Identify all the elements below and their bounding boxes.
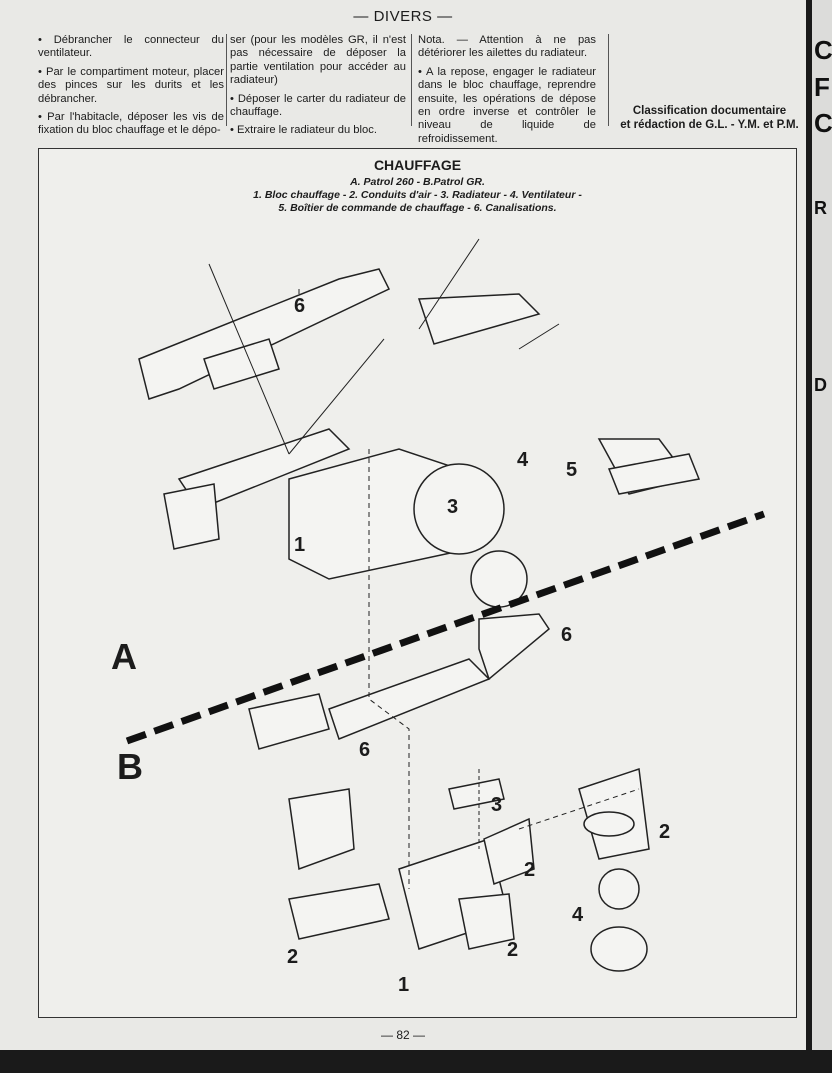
b-fan <box>598 868 640 910</box>
callout: 4 <box>572 904 584 926</box>
text-column-1: • Débrancher le connecteur du ventilateu… <box>38 34 224 143</box>
paragraph: • Déposer le carter du radiateur de chau… <box>230 92 406 119</box>
heading-fragment: D <box>814 375 827 395</box>
credit-line: et rédaction de G.L. - Y.M. et P.M. <box>620 118 799 131</box>
heading-fragment: C <box>814 108 832 138</box>
label-a: A <box>111 636 137 677</box>
callout: 1 <box>294 534 306 556</box>
heading-fragment: C <box>814 35 832 65</box>
air-duct <box>417 293 541 345</box>
column-divider <box>226 34 227 126</box>
air-duct <box>203 338 280 390</box>
callout: 2 <box>287 946 299 968</box>
b-duct <box>288 883 390 940</box>
callout: 4 <box>517 449 529 471</box>
heading-fragment: F <box>814 72 830 102</box>
heating-diagram: CHAUFFAGE A. Patrol 260 - B.Patrol GR. 1… <box>38 148 797 1018</box>
callout: 2 <box>507 939 519 961</box>
callout: 2 <box>524 859 536 881</box>
air-duct <box>163 483 220 550</box>
figure-subtitle: A. Patrol 260 - B.Patrol GR. <box>350 176 485 188</box>
paragraph: • Débrancher le connecteur du ventilateu… <box>38 34 224 60</box>
callout: 6 <box>561 624 573 646</box>
callout: 2 <box>659 821 671 843</box>
fan <box>413 463 505 555</box>
callout: 1 <box>398 974 410 996</box>
credit-line: Classification documentaire <box>632 105 787 117</box>
exploded-view-drawing <box>125 238 766 972</box>
figure-legend: 1. Bloc chauffage - 2. Conduits d'air - … <box>253 189 582 201</box>
b-duct <box>483 817 535 886</box>
figure-title: CHAUFFAGE <box>373 157 462 173</box>
a-vent-duct <box>478 613 550 681</box>
paragraph: • Par l'habitacle, déposer les vis de fi… <box>38 111 224 137</box>
a-vent-duct <box>328 658 491 740</box>
page-number: — 82 — <box>380 1028 425 1042</box>
heading-fragment: R <box>814 198 827 218</box>
text-column-2: ser (pour les modèles GR, il n'est pas n… <box>230 34 406 143</box>
callout: 3 <box>447 496 459 518</box>
b-duct <box>288 788 355 871</box>
section-header: — DIVERS — <box>353 8 453 25</box>
dashboard-duct <box>138 268 391 400</box>
paragraph: ser (pour les modèles GR, il n'est pas n… <box>230 34 406 87</box>
a-b-separator <box>125 510 766 745</box>
text-column-3: Nota. — Attention à ne pas détériorer le… <box>418 34 596 151</box>
paragraph: Nota. — Attention à ne pas détériorer le… <box>418 34 596 60</box>
paragraph: • Extraire le radiateur du bloc. <box>230 124 377 137</box>
b-duct <box>458 893 515 950</box>
callout: 6 <box>359 739 371 761</box>
paragraph: • A la repose, engager le radiateur dans… <box>418 65 596 145</box>
b-duct <box>248 693 330 750</box>
figure-legend: 5. Boîtier de commande de chauffage - 6.… <box>278 202 557 214</box>
paragraph: • Par le compartiment moteur, placer des… <box>38 65 224 105</box>
column-divider <box>411 34 412 126</box>
adjacent-page-edge: C F C R D <box>812 0 832 1050</box>
callout: 5 <box>566 459 578 481</box>
credit: Classification documentaire et rédaction… <box>612 105 807 132</box>
callout: 3 <box>491 794 503 816</box>
column-divider <box>608 34 609 126</box>
control-knobs <box>607 453 701 495</box>
b-radiator <box>448 778 505 810</box>
document-page: — DIVERS — • Débrancher le connecteur du… <box>0 0 806 1050</box>
callout: 6 <box>294 295 306 317</box>
label-b: B <box>117 746 143 787</box>
